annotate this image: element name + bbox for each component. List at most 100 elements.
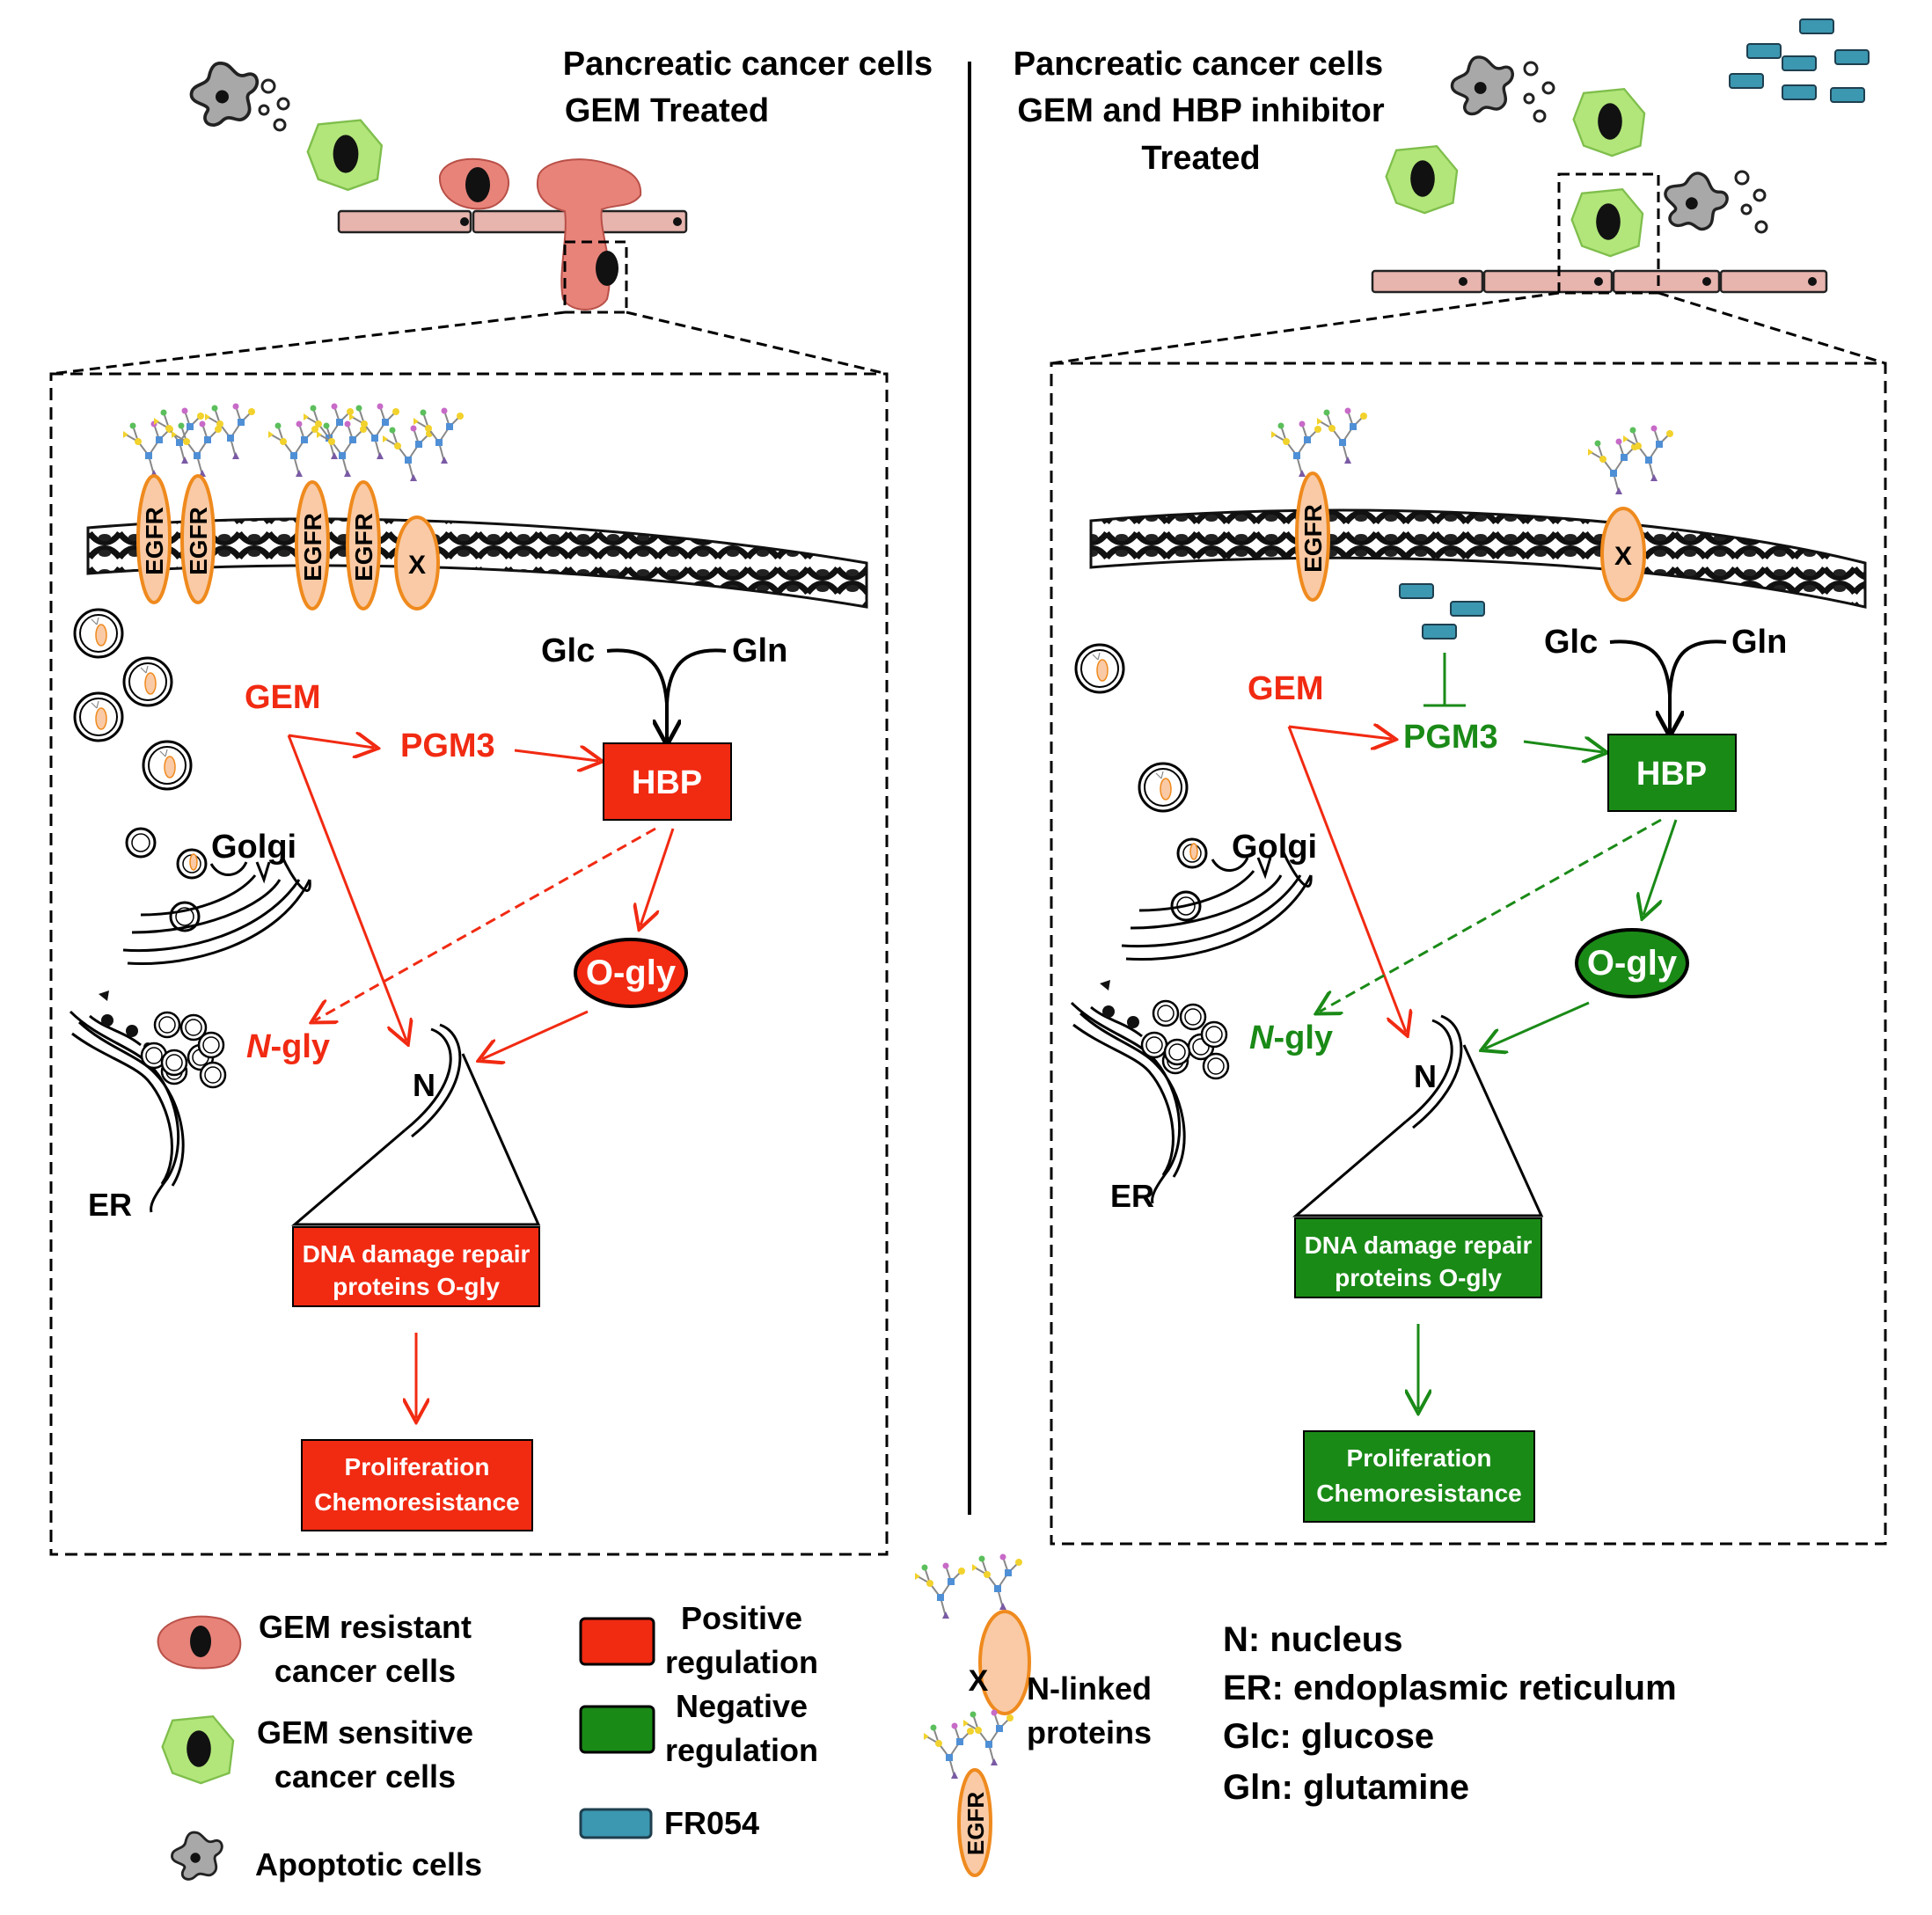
left-golgi-icon <box>122 827 311 966</box>
right-fr054-cluster-membrane <box>1399 583 1485 640</box>
left-glc-gln-arrow <box>606 648 727 741</box>
legend-positive-swatch <box>579 1617 655 1666</box>
right-sensitive-cell-icon-1 <box>1572 88 1646 157</box>
left-outcome-line2: Chemoresistance <box>314 1488 519 1516</box>
left-title-line2: GEM Treated <box>565 92 769 129</box>
right-er-label: ER <box>1110 1178 1154 1214</box>
left-endothelium <box>337 209 688 234</box>
left-nucleus-icon <box>290 1023 541 1226</box>
right-receptor-label-1: EGFR <box>1299 504 1327 573</box>
left-receptor-label-5: X <box>408 551 426 580</box>
right-hbp-to-ogly-arrow <box>1643 819 1678 915</box>
left-ogly-to-nucleus-arrow <box>482 1010 589 1059</box>
legend-apoptotic-cell-icon <box>171 1831 223 1881</box>
left-cell-frame <box>49 372 889 1556</box>
left-receptors: EGFR EGFR EGFR EGFR X <box>136 474 440 610</box>
left-invading-cell-icon <box>536 158 642 311</box>
right-zoom-line-left <box>1050 291 1560 365</box>
right-dna-line2: proteins O-gly <box>1335 1264 1502 1291</box>
left-ogly-ellipse <box>574 938 688 1008</box>
legend: GEM resistant cancer cells GEM sensitive… <box>157 1553 1677 1882</box>
legend-sensitive-line1: GEM sensitive <box>257 1714 473 1751</box>
left-debris-icon <box>258 78 290 132</box>
right-debris-icon-1 <box>1523 61 1555 123</box>
left-sensitive-cell-icon <box>306 119 383 192</box>
right-gem-label: GEM <box>1248 670 1324 707</box>
right-sensitive-cell-icon-3 <box>1570 188 1644 258</box>
right-vesicles <box>1074 643 1189 813</box>
left-er-label: ER <box>88 1187 132 1223</box>
right-panel: Pancreatic cancer cells GEM and HBP inhi… <box>1014 18 1887 1546</box>
left-resistant-cell-icon <box>438 157 509 210</box>
right-receptor-label-2: X <box>1614 542 1632 571</box>
right-pgm3-to-hbp-arrow <box>1523 742 1603 752</box>
legend-abbr-nucleus: N: nucleus <box>1223 1620 1402 1659</box>
right-gem-to-pgm3-arrow <box>1288 727 1392 739</box>
left-dna-line1: DNA damage repair <box>303 1240 531 1268</box>
left-glycans <box>122 402 465 482</box>
legend-nlinked-line2: proteins <box>1027 1714 1152 1751</box>
left-pgm3-label: PGM3 <box>400 727 495 764</box>
right-cell-frame <box>1050 362 1887 1546</box>
right-ogly-to-nucleus-arrow <box>1485 1001 1590 1049</box>
legend-abbr-glc: Glc: glucose <box>1223 1717 1434 1756</box>
right-sensitive-cell-icon-2 <box>1385 145 1459 215</box>
right-small-vesicles <box>1140 999 1230 1080</box>
left-gem-to-nucleus-arrow <box>287 735 406 1041</box>
left-golgi-label: Golgi <box>211 829 296 866</box>
right-ngly-label: N-gly <box>1249 1020 1333 1056</box>
right-gln-label: Gln <box>1731 624 1787 661</box>
left-glc-label: Glc <box>541 632 595 669</box>
right-fr054-inhibit-bar <box>1423 653 1466 707</box>
right-dna-box <box>1294 1217 1542 1298</box>
right-pgm3-label: PGM3 <box>1403 719 1498 756</box>
left-hbp-box <box>603 742 732 821</box>
right-ogly-label: O-gly <box>1587 944 1678 983</box>
right-hbp-label: HBP <box>1636 756 1707 793</box>
legend-sensitive-line2: cancer cells <box>274 1758 456 1794</box>
right-gem-to-nucleus-arrow <box>1287 726 1406 1032</box>
left-title-line1: Pancreatic cancer cells <box>563 46 933 83</box>
legend-apoptotic-label: Apoptotic cells <box>255 1846 482 1882</box>
left-receptor-label-3: EGFR <box>299 513 326 581</box>
legend-nlinked-line1: N-linked <box>1027 1670 1152 1707</box>
left-zoom-line-right <box>626 311 888 376</box>
right-title-line1: Pancreatic cancer cells <box>1014 46 1383 83</box>
left-zoom-line-left <box>50 311 566 376</box>
legend-negative-line2: regulation <box>665 1732 818 1768</box>
legend-x-label: X <box>969 1664 989 1698</box>
right-golgi-label: Golgi <box>1232 829 1317 866</box>
right-apoptotic-cell-icon-2 <box>1654 163 1734 241</box>
left-small-vesicles <box>140 1011 227 1089</box>
legend-sensitive-cell-icon <box>161 1715 235 1785</box>
right-receptors: EGFR X <box>1295 471 1646 602</box>
left-panel: Pancreatic cancer cells GEM Treated <box>49 46 933 1556</box>
right-nucleus-label: N <box>1414 1058 1437 1094</box>
legend-resistant-line2: cancer cells <box>274 1653 456 1689</box>
right-glc-label: Glc <box>1544 624 1598 661</box>
legend-x-receptor-icon <box>914 1553 1031 1715</box>
legend-egfr-receptor-icon: EGFR <box>923 1708 1014 1877</box>
left-gem-to-pgm3-arrow <box>288 735 374 748</box>
left-receptor-label-4: EGFR <box>350 513 377 581</box>
left-receptor-label-2: EGFR <box>185 507 212 575</box>
right-outcome-line2: Chemoresistance <box>1316 1480 1521 1507</box>
legend-negative-swatch <box>579 1705 655 1754</box>
right-outcome-line1: Proliferation <box>1347 1444 1492 1472</box>
legend-positive-line1: Positive <box>681 1600 802 1636</box>
right-glc-gln-arrow <box>1609 640 1727 732</box>
left-outcome-box <box>301 1439 533 1531</box>
left-outcome-line1: Proliferation <box>345 1453 490 1480</box>
left-er-icon <box>69 1010 185 1213</box>
legend-positive-line2: regulation <box>665 1644 818 1680</box>
left-hbp-to-ogly-arrow <box>640 828 675 925</box>
left-hbp-label: HBP <box>632 764 702 801</box>
right-endothelium <box>1371 269 1828 294</box>
left-ngly-label: N-gly <box>246 1028 330 1065</box>
right-apoptotic-cell-icon-1 <box>1450 55 1514 116</box>
right-membrane <box>1089 508 1867 609</box>
right-zoom-box <box>1557 172 1660 295</box>
right-er-icon <box>1070 1001 1186 1204</box>
right-zoom-line-right <box>1658 291 1886 365</box>
